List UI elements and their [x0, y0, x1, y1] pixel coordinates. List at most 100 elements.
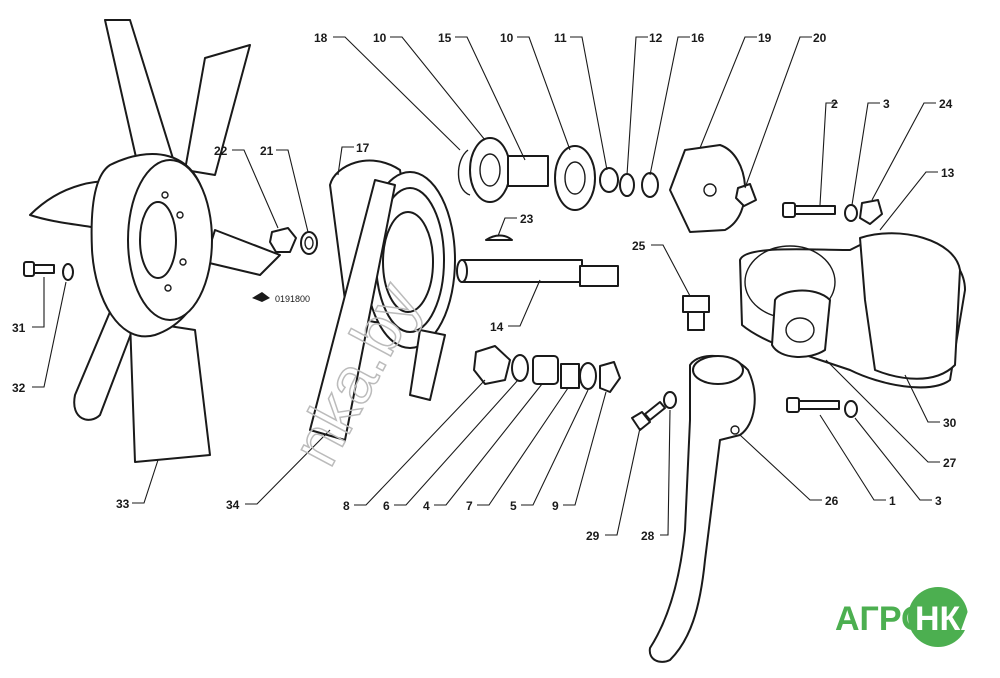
callout-5: 5: [510, 499, 517, 513]
callout-6: 6: [383, 499, 390, 513]
callout-10-top-left: 10: [373, 31, 387, 45]
fan-blade-right: [204, 229, 281, 276]
pump-housing-13: [739, 232, 966, 389]
callout-11: 11: [554, 31, 567, 45]
washer-28: [663, 391, 677, 409]
callout-3-bottom: 3: [935, 494, 942, 508]
callout-12: 12: [649, 31, 663, 45]
flange-port: [785, 317, 815, 343]
bolt-29: [631, 401, 666, 431]
serial-marker: 0191800: [252, 292, 310, 304]
callout-9: 9: [552, 499, 559, 513]
pulley-center: [382, 211, 434, 313]
callout-30: 30: [943, 416, 957, 430]
washer-21-hole: [304, 236, 314, 250]
fan-blade-top-right: [184, 44, 251, 176]
v-belt-left-run: [309, 179, 396, 441]
callout-15: 15: [438, 31, 452, 45]
sensor-25: [682, 295, 710, 331]
callout-8: 8: [343, 499, 350, 513]
ring-12: [619, 173, 635, 197]
shaft-14: [456, 259, 619, 287]
pulley-assembly: [309, 159, 456, 441]
leader-lines: [32, 36, 940, 536]
callout-17: 17: [356, 141, 370, 155]
callout-7: 7: [466, 499, 473, 513]
callout-27: 27: [943, 456, 957, 470]
logo-left-text: АГРО: [835, 600, 928, 638]
spacer-15: [507, 155, 549, 187]
callout-19: 19: [758, 31, 772, 45]
spring-7: [560, 363, 580, 389]
fan-assembly: [29, 19, 281, 463]
nut-20: [735, 183, 757, 207]
fan-hub-bore: [139, 201, 177, 279]
callout-23: 23: [520, 212, 534, 226]
bearing-10b-inner: [564, 161, 586, 195]
nut-22: [269, 227, 297, 253]
callout-1: 1: [889, 494, 896, 508]
bolt-31: [23, 261, 55, 277]
callout-14: 14: [490, 320, 504, 334]
callout-16: 16: [691, 31, 705, 45]
gasket-30: [859, 232, 961, 380]
callout-26: 26: [825, 494, 839, 508]
callout-3-top: 3: [883, 97, 890, 111]
fan-bolt-hole: [179, 258, 187, 266]
nut-8: [473, 345, 511, 385]
impeller-hub: [703, 183, 717, 197]
fan-blade-top: [104, 19, 176, 176]
bearing-10b-outer: [554, 145, 596, 211]
bearing-10a-outer: [469, 137, 511, 203]
callout-25: 25: [632, 239, 646, 253]
callout-18: 18: [314, 31, 328, 45]
ring-9: [599, 361, 621, 393]
logo-right-text: НКА: [915, 600, 985, 638]
callout-29: 29: [586, 529, 600, 543]
fan-bolt-hole: [164, 284, 172, 292]
washer-3-bottom: [844, 400, 858, 418]
bolt-2: [782, 202, 836, 218]
callout-4: 4: [423, 499, 430, 513]
seal-16: [641, 172, 659, 198]
ring-11: [599, 167, 619, 193]
fan-blade-bottom: [129, 319, 211, 463]
logo-circle: [908, 587, 968, 647]
agronka-logo: АГРО НКА: [835, 587, 985, 647]
washer-21: [300, 231, 318, 255]
serial-number-label: 0191800: [275, 294, 310, 304]
impeller-19: [669, 144, 746, 233]
bearing-row: [457, 137, 757, 233]
callout-2: 2: [831, 97, 838, 111]
washer-3-top: [844, 204, 858, 222]
bushing-4: [532, 355, 559, 385]
callout-labels: 18 10 15 10 11 12 16 19 20 2 3 24 13 22 …: [12, 31, 957, 543]
fan-bolt-hole: [176, 211, 184, 219]
ring-5: [579, 362, 597, 390]
callout-33: 33: [116, 497, 130, 511]
plug-24: [859, 199, 883, 225]
washer-6: [511, 354, 529, 382]
callout-28: 28: [641, 529, 655, 543]
fan-bolt-hole: [161, 191, 169, 199]
callout-20: 20: [813, 31, 827, 45]
callout-32: 32: [12, 381, 26, 395]
callout-24: 24: [939, 97, 953, 111]
callout-10-top-right: 10: [500, 31, 514, 45]
callout-31: 31: [12, 321, 26, 335]
callout-13: 13: [941, 166, 955, 180]
washer-32: [62, 263, 74, 281]
circlip-18: [457, 149, 471, 196]
callout-22: 22: [214, 144, 228, 158]
arrow-icon: [252, 292, 270, 302]
housing-flange: [771, 289, 831, 358]
callout-21: 21: [260, 144, 274, 158]
bearing-10a-inner: [479, 153, 501, 187]
elbow-pipe-26: [648, 354, 756, 663]
bolt-1: [786, 397, 840, 413]
key-23: [485, 234, 513, 241]
callout-34: 34: [226, 498, 240, 512]
v-belt-right-run: [409, 329, 446, 401]
